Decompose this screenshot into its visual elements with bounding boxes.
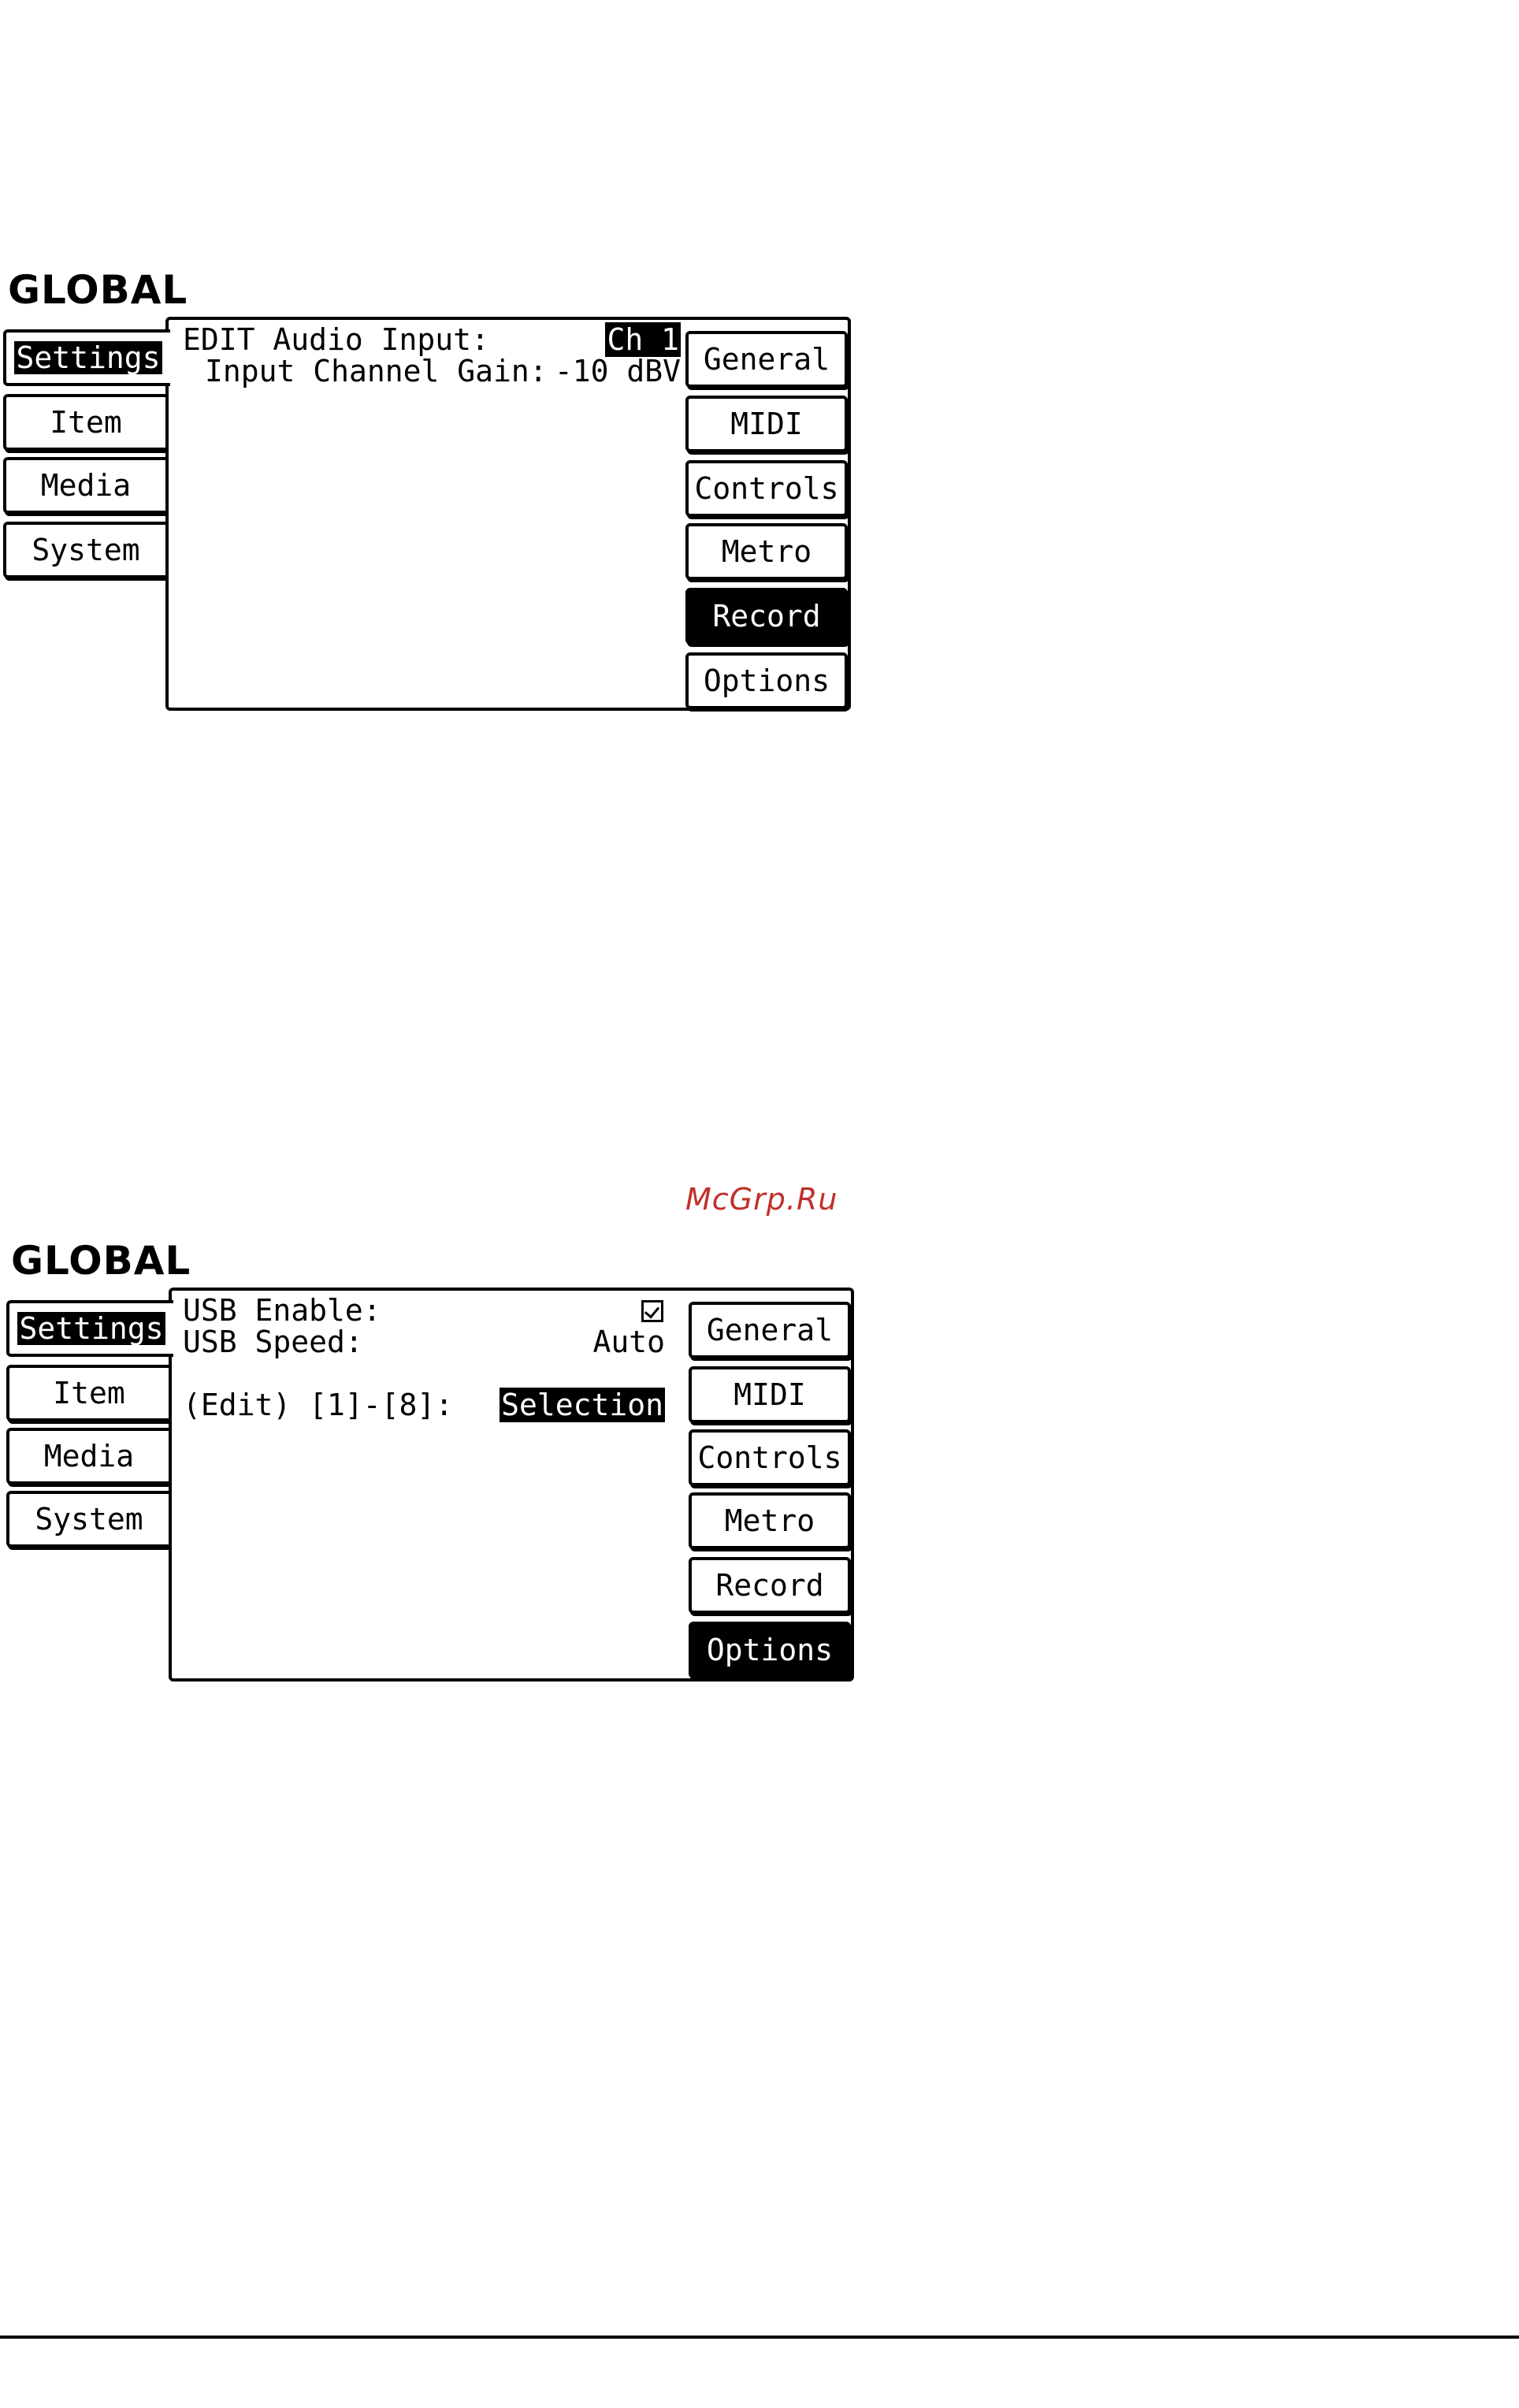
param-value-edit-audio-input[interactable]: Ch 1 xyxy=(605,323,681,356)
page-divider xyxy=(0,2336,1519,2339)
tab-item[interactable]: Item xyxy=(6,1365,169,1421)
screen-title: GLOBAL xyxy=(11,1237,191,1284)
param-label-edit-1-8: (Edit) [1]-[8]: xyxy=(183,1388,453,1421)
param-label-usb-enable: USB Enable: xyxy=(183,1294,381,1327)
tab-settings[interactable]: Settings xyxy=(3,329,170,386)
tab-midi[interactable]: MIDI xyxy=(685,396,848,452)
tab-midi[interactable]: MIDI xyxy=(689,1366,851,1423)
global-screen-record: GLOBAL Settings Item Media System EDIT A… xyxy=(3,266,854,739)
tab-settings-label: Settings xyxy=(14,341,162,374)
tab-general-label: General xyxy=(704,342,830,377)
tab-controls-label: Controls xyxy=(694,471,838,506)
tab-media-label: Media xyxy=(44,1439,134,1473)
checkbox-checked-icon[interactable] xyxy=(641,1300,663,1322)
tab-record[interactable]: Record xyxy=(689,1557,851,1614)
tab-controls[interactable]: Controls xyxy=(689,1429,851,1486)
tab-system[interactable]: System xyxy=(6,1491,169,1548)
value-selection: Selection xyxy=(500,1388,665,1422)
param-label-edit-audio-input: EDIT Audio Input: xyxy=(183,323,489,356)
tab-record-label: Record xyxy=(712,599,820,634)
tab-item-label: Item xyxy=(50,405,122,440)
tab-general[interactable]: General xyxy=(689,1302,851,1358)
value-ch1: Ch 1 xyxy=(605,322,681,357)
tab-options-label: Options xyxy=(704,663,830,698)
global-screen-options: GLOBAL Settings Item Media System USB En… xyxy=(6,1237,857,1710)
tab-media-label: Media xyxy=(41,468,131,503)
tab-options[interactable]: Options xyxy=(685,652,848,709)
param-label-input-channel-gain: Input Channel Gain: xyxy=(205,355,548,388)
tab-metro[interactable]: Metro xyxy=(685,523,848,580)
tab-settings[interactable]: Settings xyxy=(6,1300,173,1357)
tab-system-label: System xyxy=(32,533,139,567)
tab-record[interactable]: Record xyxy=(685,588,848,645)
tab-options-label: Options xyxy=(707,1633,833,1667)
tab-metro[interactable]: Metro xyxy=(689,1492,851,1549)
tab-system[interactable]: System xyxy=(3,522,165,578)
screen-title: GLOBAL xyxy=(8,266,188,314)
tab-media[interactable]: Media xyxy=(3,457,165,514)
param-value-input-channel-gain[interactable]: -10 dBV xyxy=(555,355,681,388)
tab-media[interactable]: Media xyxy=(6,1428,169,1485)
tab-general-label: General xyxy=(707,1313,833,1347)
tab-midi-label: MIDI xyxy=(734,1377,806,1412)
tab-controls[interactable]: Controls xyxy=(685,460,848,517)
tab-item[interactable]: Item xyxy=(3,394,165,451)
tab-metro-label: Metro xyxy=(722,534,811,569)
tab-controls-label: Controls xyxy=(697,1440,841,1475)
tab-midi-label: MIDI xyxy=(730,407,803,441)
param-label-usb-speed: USB Speed: xyxy=(183,1325,363,1358)
param-value-edit-1-8[interactable]: Selection xyxy=(500,1388,665,1421)
tab-record-label: Record xyxy=(715,1568,823,1603)
tab-options[interactable]: Options xyxy=(689,1622,851,1678)
tab-system-label: System xyxy=(35,1502,143,1537)
tab-metro-label: Metro xyxy=(725,1503,815,1538)
watermark: McGrp.Ru xyxy=(685,1182,837,1217)
tab-settings-label: Settings xyxy=(17,1312,165,1345)
param-value-usb-speed[interactable]: Auto xyxy=(592,1325,665,1358)
tab-general[interactable]: General xyxy=(685,331,848,388)
tab-item-label: Item xyxy=(53,1376,125,1410)
